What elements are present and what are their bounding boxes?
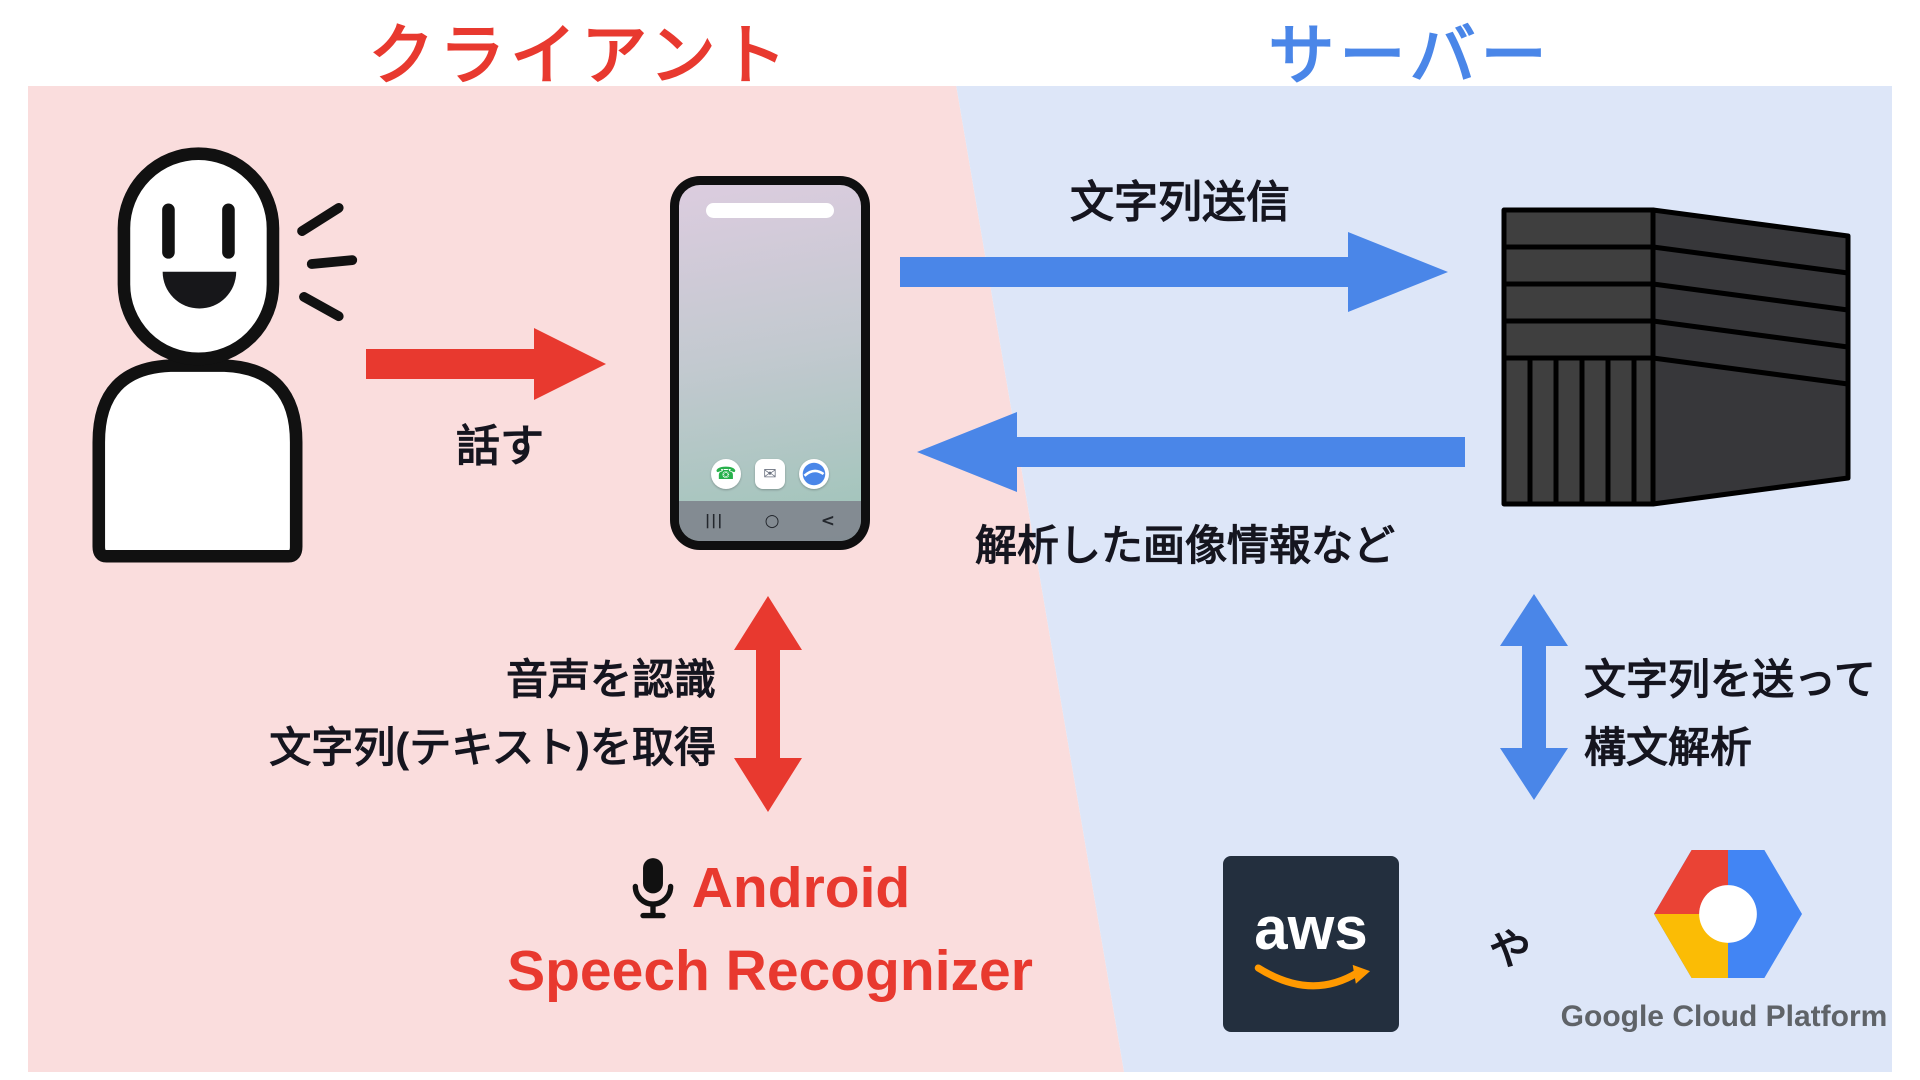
phone-screen: ☎ ✉ ||| ○ < xyxy=(679,185,861,541)
speech-line xyxy=(306,255,358,269)
recognize-line-2: 文字列(テキスト)を取得 xyxy=(269,724,716,771)
aws-smile-icon xyxy=(1254,964,1370,990)
or-label: や xyxy=(1488,926,1531,973)
person-mouth xyxy=(162,271,237,309)
parse-caption: 文字列を送って 構文解析 xyxy=(1584,646,1920,782)
recognize-caption: 音声を認識 文字列(テキスト)を取得 xyxy=(150,646,716,782)
person-head xyxy=(117,147,280,366)
speak-arrow-icon xyxy=(366,328,606,400)
recognize-line-1: 音声を認識 xyxy=(505,656,716,703)
phone-glyph: ☎ xyxy=(715,463,737,484)
speech-recognizer-label: Speech Recognizer xyxy=(507,939,1033,1003)
mail-glyph: ✉ xyxy=(763,464,777,483)
response-label: 解析した画像情報など xyxy=(974,522,1395,569)
browser-glyph-icon xyxy=(802,462,826,486)
aws-logo: aws xyxy=(1223,856,1399,1032)
gcp-logo-icon xyxy=(1653,850,1803,978)
person-icon xyxy=(92,147,358,563)
parse-line-2: 構文解析 xyxy=(1584,724,1753,771)
android-label: Android xyxy=(691,856,911,920)
speak-label: 話す xyxy=(456,422,544,471)
send-string-label: 文字列送信 xyxy=(1070,178,1290,227)
home-icon: ○ xyxy=(764,511,780,531)
browser-app-icon xyxy=(799,459,829,489)
phone-nav-bar: ||| ○ < xyxy=(679,501,861,541)
recognize-arrow-icon xyxy=(734,596,802,812)
speech-line xyxy=(297,203,344,236)
recents-icon: ||| xyxy=(705,513,724,529)
server-icon xyxy=(1501,207,1851,507)
gcp-wordmark: Google Cloud Platform xyxy=(1560,1000,1888,1033)
person-body xyxy=(92,359,303,563)
phone-app-icon: ☎ xyxy=(711,459,741,489)
parse-line-1: 文字列を送って xyxy=(1584,656,1876,703)
phone-app-row: ☎ ✉ xyxy=(679,459,861,489)
send-string-arrow-icon xyxy=(900,232,1448,312)
mail-app-icon: ✉ xyxy=(755,459,785,489)
smartphone-illustration: ☎ ✉ ||| ○ < xyxy=(670,176,870,550)
client-section-title: クライアント xyxy=(368,18,792,92)
speech-line xyxy=(299,292,344,322)
phone-status-bar xyxy=(706,203,834,218)
speech-recognizer-caption: Android Speech Recognizer xyxy=(420,852,1120,1004)
parse-arrow-icon xyxy=(1500,594,1568,800)
microphone-icon xyxy=(632,858,674,919)
back-icon: < xyxy=(820,511,835,531)
response-arrow-icon xyxy=(917,412,1465,492)
server-section-title: サーバー xyxy=(1268,18,1552,92)
aws-wordmark: aws xyxy=(1254,895,1368,962)
